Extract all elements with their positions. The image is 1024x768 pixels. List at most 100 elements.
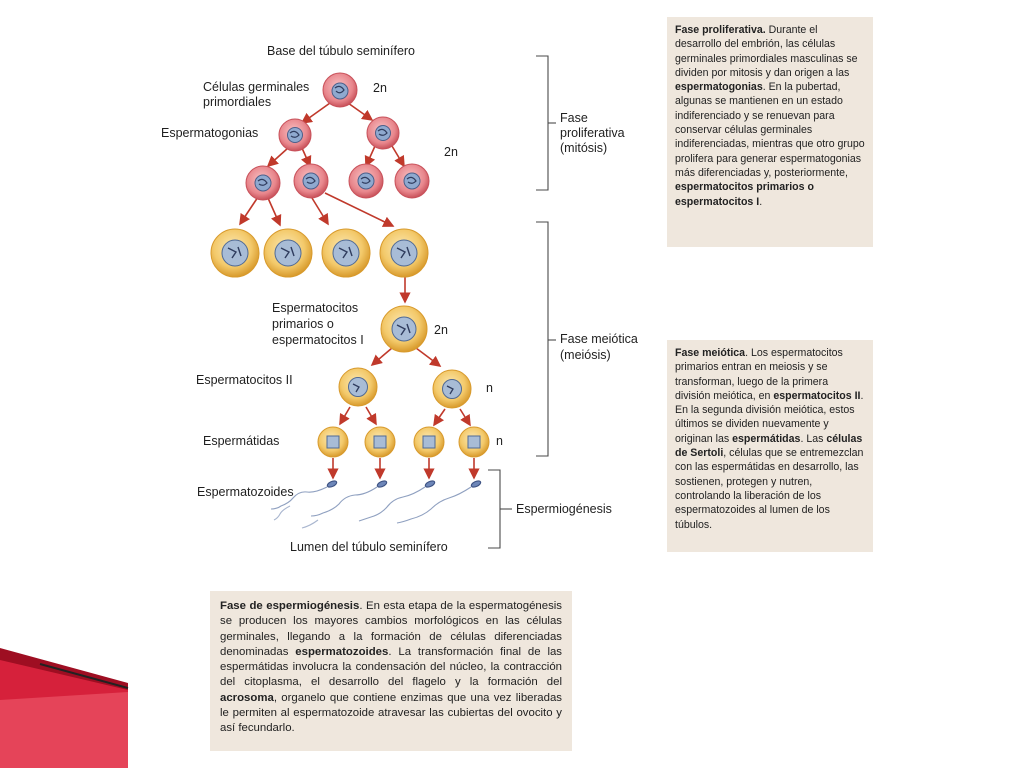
box-text: . Las bbox=[800, 432, 827, 445]
spermatozoa bbox=[270, 480, 482, 529]
box-bold: espermátidas bbox=[732, 432, 801, 445]
spermatozoon bbox=[396, 480, 482, 524]
box-text: Durante el desarrollo del embrión, las c… bbox=[675, 24, 858, 79]
label-base-tubulo: Base del túbulo seminífero bbox=[267, 44, 416, 58]
flagellum-detail bbox=[301, 519, 319, 529]
ploidy-primordial: 2n bbox=[373, 81, 387, 95]
box-bold: espermatozoides bbox=[295, 645, 389, 658]
phase-proliferativa-1: Fase bbox=[560, 111, 588, 125]
arrow bbox=[266, 147, 289, 168]
spermatogonium-cell bbox=[293, 163, 329, 199]
label-espermatozoides: Espermatozoides bbox=[197, 485, 294, 499]
spermatid-cell bbox=[458, 426, 490, 458]
bracket-espermiogenesis bbox=[488, 469, 501, 549]
accent-highlight bbox=[0, 692, 128, 768]
spermatogonia-row1 bbox=[278, 116, 400, 152]
label-espermatidas: Espermátidas bbox=[203, 434, 280, 448]
phase-meiotica-2: (meiósis) bbox=[560, 348, 611, 362]
spermatogonium-cell bbox=[348, 163, 384, 199]
label-espermatogonias: Espermatogonias bbox=[161, 126, 259, 140]
spermatocyte-ii-cell bbox=[338, 367, 378, 407]
arrow bbox=[339, 406, 351, 426]
spermatogonium-cell bbox=[394, 163, 430, 199]
box-text: . En la segunda división meiótica, estos… bbox=[675, 389, 864, 445]
label-espermatocitos-primarios-2: primarios o bbox=[272, 317, 334, 331]
box-title: Fase meiótica bbox=[675, 347, 746, 359]
phase-meiotica-1: Fase meiótica bbox=[560, 332, 638, 346]
label-espermatocitos-ii: Espermatocitos II bbox=[196, 373, 293, 387]
spermatozoon bbox=[358, 480, 436, 522]
box-bold: células de Sertoli bbox=[675, 432, 863, 460]
info-box-proliferativa: Fase proliferativa. Durante el desarroll… bbox=[667, 17, 873, 247]
arrow bbox=[267, 197, 282, 227]
arrow bbox=[364, 145, 376, 168]
primary-spermatocyte bbox=[380, 305, 428, 353]
bracket-meiotica bbox=[536, 221, 549, 457]
spermatid-cell bbox=[364, 426, 396, 458]
box-bold: espermatocitos primarios o espermatocito… bbox=[675, 181, 814, 208]
arrow bbox=[459, 408, 471, 427]
ploidy-espermatidas: n bbox=[496, 434, 503, 448]
phase-proliferativa-3: (mitósis) bbox=[560, 141, 608, 155]
box-bold: espermatogonias bbox=[675, 81, 763, 94]
box-title: Fase proliferativa. bbox=[675, 24, 766, 36]
box-text: , organelo que contiene enzimas que una … bbox=[220, 691, 562, 735]
arrow bbox=[300, 147, 312, 168]
phase-proliferativa-2: proliferativa bbox=[560, 126, 625, 140]
box-text: . En la pubertad, algunas se mantienen e… bbox=[675, 81, 865, 179]
brackets bbox=[488, 55, 556, 549]
spermatocyte-row bbox=[210, 228, 429, 278]
box-bold: acrosoma bbox=[220, 691, 274, 704]
info-box-meiotica: Fase meiótica. Los espermatocitos primar… bbox=[667, 340, 873, 552]
arrow bbox=[433, 408, 446, 427]
box-text: . Los espermatocitos primarios entran en… bbox=[675, 347, 843, 402]
bracket-proliferativa bbox=[536, 55, 549, 191]
box-text: . bbox=[759, 195, 763, 208]
primordial-germ-cell bbox=[322, 72, 358, 108]
label-espermatocitos-primarios-1: Espermatocitos bbox=[272, 301, 359, 315]
spermatocyte-cell bbox=[379, 228, 429, 278]
arrow bbox=[370, 347, 393, 367]
arrow bbox=[365, 406, 377, 426]
spermatocyte-ii-cell bbox=[432, 369, 472, 409]
spermatogonia-row2 bbox=[245, 163, 430, 201]
spermatozoon bbox=[270, 480, 338, 510]
arrow bbox=[415, 347, 442, 367]
spermatozoon bbox=[310, 480, 388, 517]
arrows bbox=[239, 102, 480, 480]
arrow bbox=[347, 102, 374, 121]
spermatocyte-cell bbox=[263, 228, 313, 278]
arrow bbox=[311, 197, 329, 226]
spermatocyte-cell bbox=[210, 228, 260, 278]
secondary-spermatocytes bbox=[338, 367, 472, 409]
ploidy-primarios: 2n bbox=[434, 323, 448, 337]
box-text: . La transformación final de las espermá… bbox=[220, 645, 563, 689]
spermatocyte-cell bbox=[321, 228, 371, 278]
box-text: . En esta etapa de la espermatogénesis s… bbox=[220, 600, 563, 658]
spermatids bbox=[317, 426, 490, 458]
spermatogonium-cell bbox=[366, 116, 400, 150]
spermatid-cell bbox=[317, 426, 349, 458]
ploidy-secundarios: n bbox=[486, 381, 493, 395]
label-espermatocitos-primarios-3: espermatocitos I bbox=[272, 333, 364, 347]
label-celulas-germinales: Células germinales bbox=[203, 80, 310, 94]
ploidy-espermatogonias: 2n bbox=[444, 145, 458, 159]
box-title: Fase de espermiogénesis bbox=[220, 600, 360, 612]
arrow bbox=[239, 196, 259, 226]
label-primordiales: primordiales bbox=[203, 95, 272, 109]
arrow bbox=[391, 145, 405, 168]
spermatogonium-cell bbox=[245, 165, 281, 201]
info-box-espermiogenesis: Fase de espermiogénesis. En esta etapa d… bbox=[210, 591, 572, 751]
label-lumen: Lumen del túbulo seminífero bbox=[290, 540, 448, 554]
spermatid-cell bbox=[413, 426, 445, 458]
box-text: , células que se entremezclan con las es… bbox=[675, 447, 864, 531]
phase-espermiogenesis: Espermiogénesis bbox=[516, 502, 612, 516]
accent-line bbox=[39, 663, 129, 689]
box-bold: espermatocitos II bbox=[773, 389, 861, 402]
spermatogonium-cell bbox=[278, 118, 312, 152]
arrow bbox=[300, 102, 331, 124]
flagellum-detail bbox=[273, 505, 291, 521]
arrow bbox=[324, 192, 395, 227]
